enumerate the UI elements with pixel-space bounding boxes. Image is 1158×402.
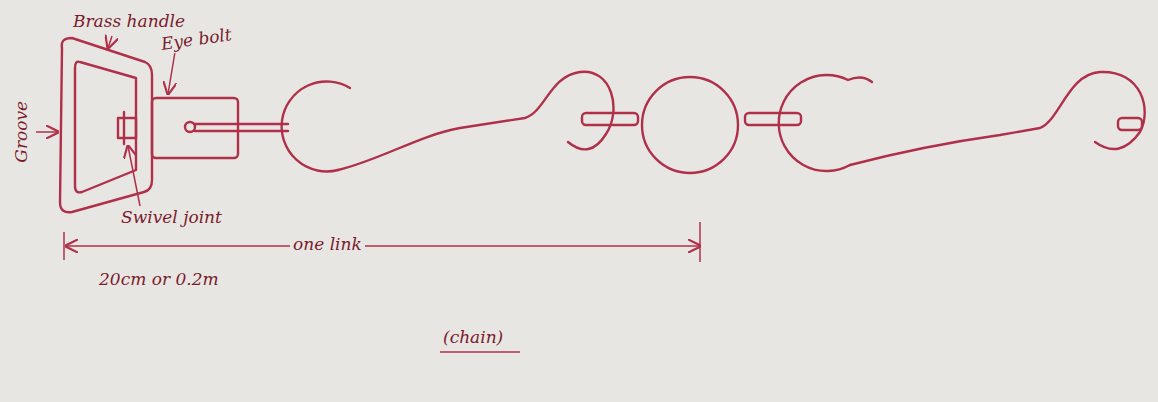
eye-bolt-eye xyxy=(185,122,195,132)
swivel-joint xyxy=(118,112,136,144)
leader-line xyxy=(168,52,175,94)
ring xyxy=(642,77,738,173)
leader-line xyxy=(108,36,112,48)
connecting-ring xyxy=(745,113,801,125)
leader-line xyxy=(36,131,58,133)
leader-line xyxy=(128,146,140,206)
end-ring xyxy=(282,81,350,171)
dimension-line xyxy=(66,245,700,247)
brass-handle xyxy=(60,38,152,212)
caption-text: (chain) xyxy=(440,328,506,348)
eye-bolt xyxy=(152,98,238,158)
part-name: Brass handle xyxy=(70,12,188,32)
link-rod xyxy=(338,72,614,170)
connecting-ring xyxy=(1118,118,1142,130)
caption-underline xyxy=(440,351,520,353)
dimension-label: one link xyxy=(290,235,365,255)
connecting-ring xyxy=(582,113,638,125)
link-rod xyxy=(850,72,1145,165)
ring xyxy=(779,75,872,171)
eye-bolt-rod xyxy=(195,124,288,131)
dimension-tick xyxy=(699,222,701,262)
dimension-value: 20cm or 0.2m xyxy=(96,270,222,290)
dimension-tick xyxy=(63,232,65,260)
part-name: Swivel joint xyxy=(118,208,225,228)
handle-grip-hole xyxy=(75,62,136,193)
part-name: Groove xyxy=(12,98,32,166)
